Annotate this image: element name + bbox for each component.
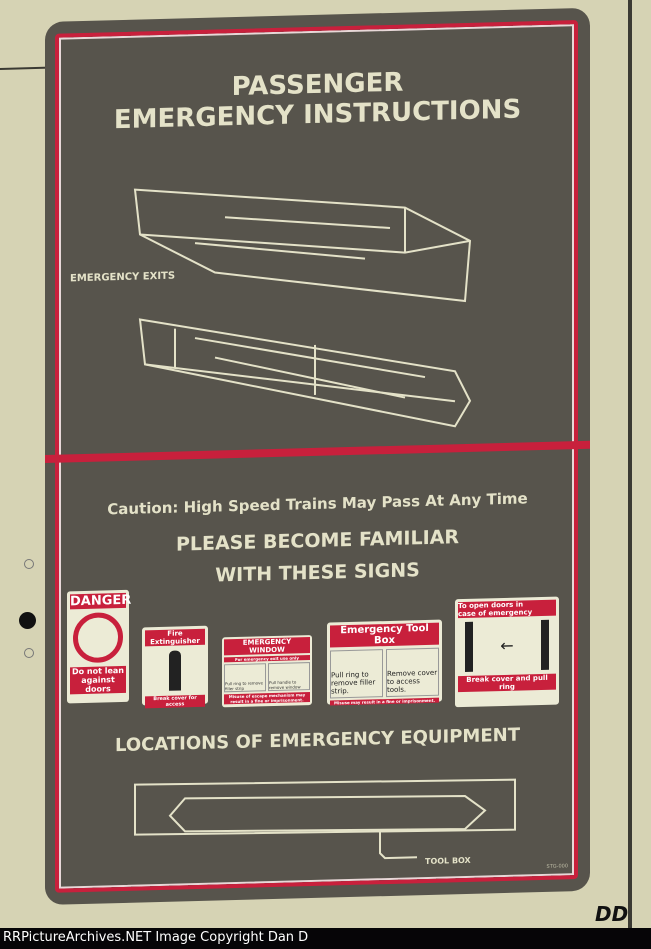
screw [24,559,34,569]
emergency-window-card: EMERGENCY WINDOW For emergency exit use … [222,635,312,708]
door-open-icon: ← [465,619,549,673]
fire-extinguisher-card: Fire Extinguisher Break cover for access [142,625,208,709]
door-release-card: To open doors in case of emergency ← Bre… [455,596,559,708]
window-steps: Pull ring to remove filler strip Pull ha… [224,662,310,693]
no-leaning-icon [73,611,123,664]
card-title: DANGER [70,592,132,610]
step-2: Remove cover to access tools. [386,647,439,698]
sign-examples: DANGER Do not lean against doors Fire Ex… [67,578,567,711]
step-2: Pull handle to remove window [268,662,310,692]
extinguisher-icon [169,650,181,691]
card-text: Break cover and pull ring [458,673,556,693]
screw [24,648,34,658]
card-text: Break cover for access [145,694,205,709]
sign-code: STG-000 [546,863,568,870]
toolbox-steps: Pull ring to remove filler strip. Remove… [330,647,439,699]
copyright-bar: RRPictureArchives.NET Image Copyright Da… [0,928,651,949]
watermark: DD [595,902,629,926]
copyright-text: RRPictureArchives.NET Image Copyright Da… [3,930,309,945]
danger-card: DANGER Do not lean against doors [67,589,132,704]
card-subtitle: For emergency exit use only [224,655,310,663]
tool-box-label: TOOL BOX [425,855,471,867]
card-title: Fire Extinguisher [145,628,205,647]
card-text: Do not lean against doors [70,665,126,695]
door-lock [19,612,36,629]
card-title: EMERGENCY WINDOW [224,637,310,656]
equipment-floor-plan [134,778,516,860]
lower-car-diagram [138,318,472,428]
door-edge [628,0,632,930]
train-diagrams [133,188,516,860]
step-1: Pull ring to remove filler strip. [330,649,383,699]
card-title: To open doors in case of emergency [458,599,556,619]
card-text: Misuse of escape mechanism may result in… [224,692,310,705]
card-title: Emergency Tool Box [330,622,439,648]
tool-box-card: Emergency Tool Box Pull ring to remove f… [327,619,442,706]
step-1: Pull ring to remove filler strip [224,663,266,693]
upper-car-diagram [133,188,472,303]
